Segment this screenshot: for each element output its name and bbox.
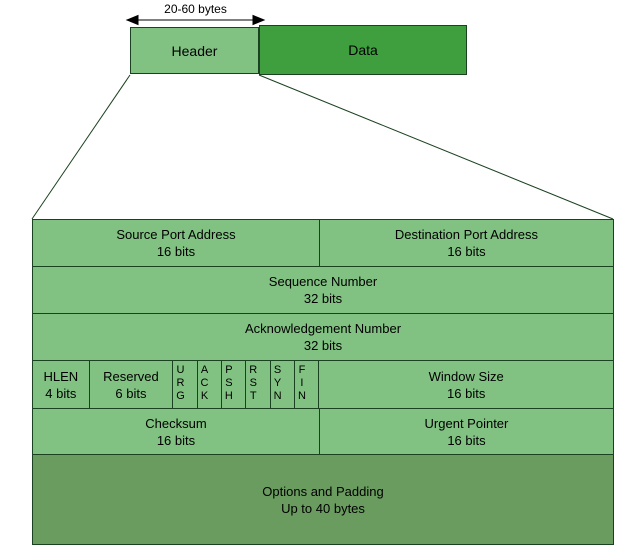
field-checksum: Checksum 16 bits [33, 409, 319, 454]
field-subtitle: 32 bits [303, 291, 343, 306]
field-source-port: Source Port Address 16 bits [33, 220, 319, 266]
range-arrow [125, 14, 266, 26]
field-title: Sequence Number [268, 274, 378, 289]
row-ports: Source Port Address 16 bits Destination … [33, 220, 613, 266]
field-title: Options and Padding [262, 483, 384, 499]
row-options: Options and Padding Up to 40 bytes [33, 454, 613, 544]
field-subtitle: 16 bits [447, 432, 486, 448]
field-subtitle: 6 bits [115, 385, 147, 401]
row-checksum: Checksum 16 bits Urgent Pointer 16 bits [33, 408, 613, 454]
range-arrow-head-left [125, 14, 139, 26]
tcp-header-table: Source Port Address 16 bits Destination … [32, 219, 614, 545]
field-subtitle: 16 bits [447, 244, 486, 259]
field-title: Acknowledgement Number [244, 321, 402, 336]
row-sequence: Sequence Number 32 bits [33, 266, 613, 313]
range-arrow-head-right [252, 14, 266, 26]
header-segment: Header [130, 27, 259, 74]
row-acknowledgement: Acknowledgement Number 32 bits [33, 313, 613, 360]
range-label: 20-60 bytes [164, 2, 227, 16]
field-reserved: Reserved 6 bits [88, 361, 173, 408]
field-subtitle: Up to 40 bytes [281, 500, 365, 516]
field-title: Destination Port Address [394, 227, 538, 242]
field-subtitle: 16 bits [156, 432, 196, 448]
field-hlen: HLEN 4 bits [33, 361, 89, 408]
field-destination-port: Destination Port Address 16 bits [318, 220, 613, 266]
field-sequence-number: Sequence Number 32 bits [33, 267, 613, 313]
field-title: Window Size [428, 368, 504, 384]
field-title: Source Port Address [116, 227, 236, 242]
field-subtitle: 16 bits [156, 244, 196, 259]
field-options-padding: Options and Padding Up to 40 bytes [33, 455, 613, 544]
field-window-size: Window Size 16 bits [318, 361, 613, 408]
header-segment-label: Header [171, 42, 218, 59]
data-segment-label: Data [348, 42, 378, 58]
expansion-line-left [31, 74, 131, 220]
field-title: Reserved [103, 368, 159, 384]
field-title: Urgent Pointer [424, 415, 509, 431]
data-segment: Data [259, 25, 467, 75]
field-subtitle: 16 bits [447, 385, 486, 401]
field-subtitle: 32 bits [303, 338, 343, 353]
field-urgent-pointer: Urgent Pointer 16 bits [318, 409, 613, 454]
expansion-line-right [258, 74, 614, 220]
field-title: HLEN [43, 368, 79, 384]
field-subtitle: 4 bits [45, 385, 77, 401]
field-title: Checksum [145, 415, 207, 431]
field-acknowledgement-number: Acknowledgement Number 32 bits [33, 314, 613, 360]
